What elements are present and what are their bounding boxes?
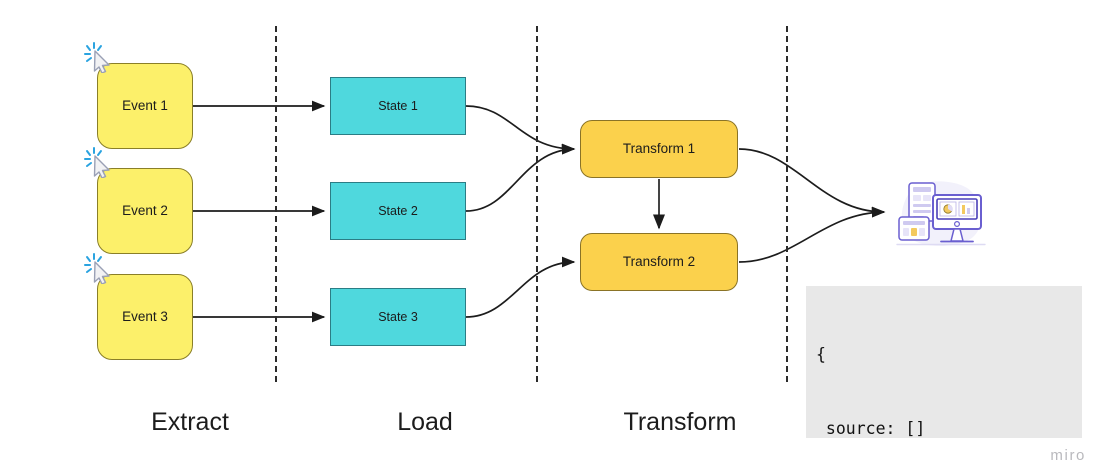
node-transform-1-label: Transform 1	[622, 141, 696, 157]
stage-label-extract: Extract	[151, 408, 229, 436]
code-snippet-panel: { source: [] event1: "" event2: "" event…	[806, 286, 1082, 438]
connector-state2-transform1	[465, 143, 576, 212]
lane-divider-extract-load	[275, 26, 277, 382]
miro-watermark: miro	[1050, 447, 1086, 464]
stage-label-load: Load	[397, 408, 453, 436]
node-transform-1[interactable]: Transform 1	[580, 120, 738, 178]
connector-transform1-destination	[738, 148, 886, 218]
node-event-3[interactable]: Event 3	[97, 274, 193, 360]
connector-state3-transform2	[465, 256, 576, 318]
node-state-2[interactable]: State 2	[330, 182, 466, 240]
desktop-dashboard-illustration-icon	[893, 181, 991, 251]
node-state-1[interactable]: State 1	[330, 77, 466, 135]
connector-state1-transform1	[465, 105, 576, 155]
node-transform-2-label: Transform 2	[622, 254, 696, 270]
click-cursor-icon	[84, 146, 116, 178]
code-line: source: []	[816, 418, 926, 438]
node-state-3-label: State 3	[378, 309, 418, 324]
node-event-3-label: Event 3	[122, 309, 168, 325]
lane-divider-transform-destination	[786, 26, 788, 382]
stage-label-transform: Transform	[623, 408, 737, 436]
code-line: {	[816, 345, 826, 364]
click-cursor-icon	[84, 41, 116, 73]
node-event-1[interactable]: Event 1	[97, 63, 193, 149]
node-state-3[interactable]: State 3	[330, 288, 466, 346]
lane-divider-load-transform	[536, 26, 538, 382]
node-state-2-label: State 2	[378, 203, 418, 218]
node-state-1-label: State 1	[378, 98, 418, 113]
node-transform-2[interactable]: Transform 2	[580, 233, 738, 291]
node-event-1-label: Event 1	[122, 98, 168, 114]
click-cursor-icon	[84, 252, 116, 284]
connector-transform2-destination	[738, 206, 886, 263]
node-event-2-label: Event 2	[122, 203, 168, 219]
node-event-2[interactable]: Event 2	[97, 168, 193, 254]
